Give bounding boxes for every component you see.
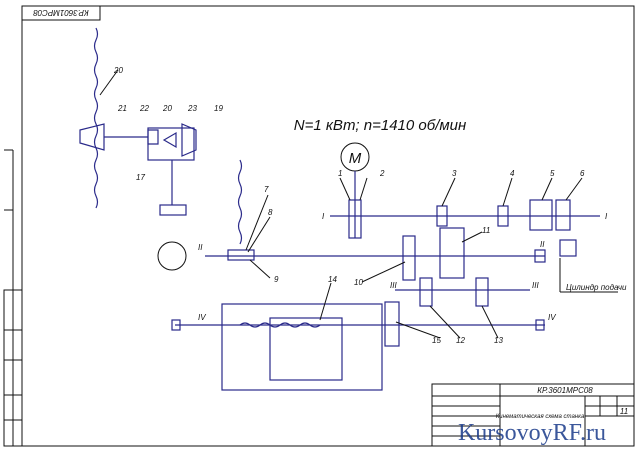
title-block-code: КР.3601МРС08 [537,386,593,395]
gear-15 [384,301,400,347]
screw-shaft-left [93,27,99,209]
nut-8 [227,249,255,261]
label-2: 2 [379,169,385,178]
shaft-label-IV-right: IV [548,313,556,322]
block-23 [159,204,187,216]
title-block-name: Кинематическая схема станка [496,414,585,420]
label-19: 20 [113,66,123,75]
label-4: 4 [510,169,515,178]
shaft-label-I-left: I [322,212,325,221]
shaft-label-I-right: I [605,212,608,221]
bevel-gear-20 [79,123,105,151]
label-11: 11 [482,226,490,235]
cylinder-5 [529,199,553,231]
label-1: 1 [338,169,342,178]
round-element [157,241,187,271]
frame-code-box [21,5,101,21]
label-3: 3 [452,169,457,178]
power-speed-formula: N=1 кВт; n=1410 об/мин [294,117,467,134]
title-block-sheet: 11 [620,407,628,416]
motor-pulley [348,199,362,239]
label-21: 22 [139,104,149,113]
shaft-label-III-left: III [390,281,397,290]
label-17: 19 [214,104,223,113]
shaft-labels: I I II II III III IV IV [198,212,608,322]
workpiece [269,317,343,381]
block-11 [439,227,465,279]
shaft-label-IV-left: IV [198,313,206,322]
gearbox-22 [147,127,195,161]
title-block: КР.3601МРС08 Кинематическая схема станка… [431,383,635,447]
gear-10 [402,235,416,281]
part-6 [555,199,571,231]
cylinder-label: Цилиндр подачи [566,283,627,292]
watermark-logo: KursovoyRF.ru [458,420,606,446]
bevel-gear-17 [181,123,197,157]
label-7: 7 [264,185,269,194]
gear-13 [475,277,489,307]
label-22: 20 [162,104,172,113]
shaft-label-II-right: II [540,240,545,249]
label-12: 12 [456,336,465,345]
motor-label: М [349,150,362,167]
label-14: 14 [328,275,337,284]
gear-12 [419,277,433,307]
part-labels: 20 21 22 20 23 19 17 1 2 3 4 5 6 7 8 9 1… [113,66,585,345]
shaft-label-II-left: II [198,243,203,252]
lead-screw-14 [239,322,321,328]
label-13: 13 [494,336,503,345]
label-20b: 23 [187,104,197,113]
label-9: 9 [274,275,279,284]
sheet-frame [21,5,635,447]
shaft-label-III-right: III [532,281,539,290]
label-15: 15 [432,336,441,345]
label-20a: 21 [117,104,127,113]
label-6: 6 [580,169,585,178]
label-5: 5 [550,169,555,178]
frame-code-text: КР.3601МРС08 [33,8,89,17]
table-frame [221,303,383,391]
label-8: 8 [268,208,273,217]
label-10: 10 [354,278,363,287]
screw-shaft-7 [237,159,243,245]
label-16: 17 [136,173,145,182]
